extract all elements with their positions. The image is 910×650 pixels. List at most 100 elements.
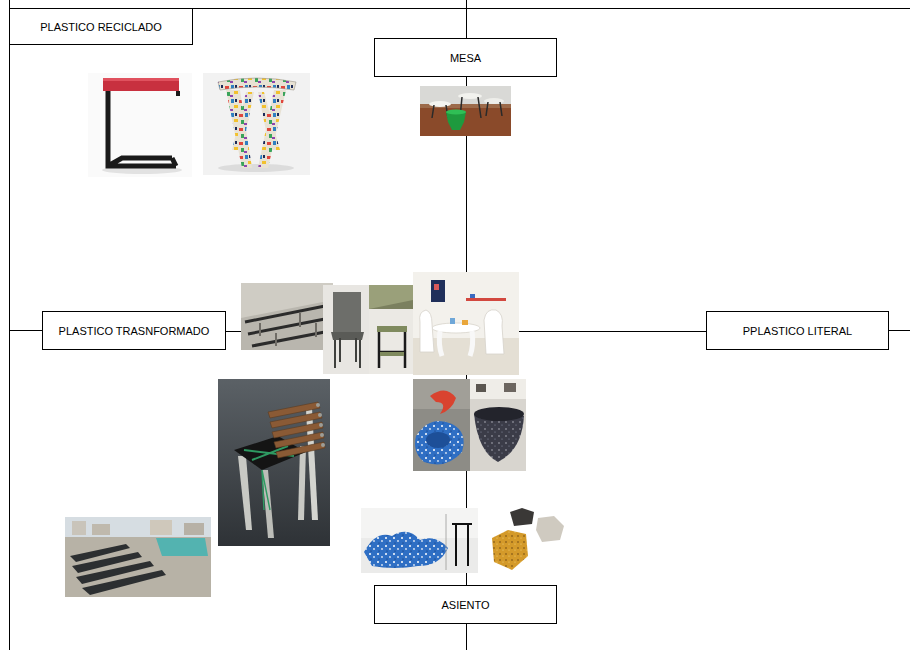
plastic-seats-photo-part [415,421,464,465]
speckled-bowl-photo-part [470,379,526,471]
speckled-chaise-photo-part [446,514,447,570]
terrace-loungers-photo-part [70,544,166,595]
poufs-photo-part [492,530,528,570]
plastic-seats-photo-part [430,390,456,414]
speckled-bowl-photo-part [504,383,516,392]
small-table-photo-part [379,332,405,368]
side-table-photo-part [103,78,179,81]
terrace-loungers-photo-part [150,520,172,535]
terrace-loungers-photo-part [65,517,211,597]
small-table-photo-part [369,285,413,374]
slat-chair-photo-part-part [321,443,325,447]
slat-chair-photo [218,379,330,546]
quadrant-label-box: PLASTICO RECICLADO [9,8,193,45]
slat-chair-photo-part [218,379,330,546]
slat-chair-photo-part-part [318,413,322,417]
side-table-photo [88,73,192,177]
poufs-photo-part [488,505,566,573]
speckled-bowl-photo-part [476,384,486,392]
frame [9,0,910,650]
poufs-photo-part [510,508,534,526]
tables-outdoor-photo-part [420,86,511,136]
side-table-photo-part [176,91,180,96]
axis-label: ASIENTO [441,599,489,611]
tables-outdoor-photo [420,86,511,136]
slat-chair-photo-part [298,446,306,520]
poufs-photo [488,505,566,573]
furniture-room-photo-part [420,310,434,352]
bleachers-photo [241,283,333,350]
grey-chair-photo-part [331,332,364,340]
furniture-room-photo [413,272,519,375]
plastic-seats-photo-part [426,432,450,448]
bleachers-photo-part [252,331,330,346]
speckled-chaise-photo [361,508,478,573]
grey-chair-photo-part [333,292,361,332]
axis-line [9,330,42,331]
speckled-chaise-photo-part [364,532,448,568]
bleachers-photo-part [260,313,316,346]
axis-label: PLASTICO RECICLADO [40,21,162,33]
terrace-loungers-photo-part [65,517,211,537]
axis-line [466,0,467,38]
furniture-room-photo-part [484,310,504,354]
small-table-photo-part [380,352,404,356]
tables-outdoor-photo-part [432,105,448,118]
small-table-photo [369,285,413,374]
tables-outdoor-photo-part [486,102,502,116]
side-table-photo-part [103,80,179,91]
axis-label-box: ASIENTO [374,585,557,624]
speckled-chaise-photo-part [452,524,472,566]
slat-chair-photo-part [268,402,325,458]
small-table-photo-part [377,326,407,332]
plastic-seats-photo-part [413,379,470,471]
furniture-room-photo-part [450,318,455,324]
axis-label: PLASTICO TRASNFORMADO [59,325,210,337]
slat-chair-photo-part-part [319,423,323,427]
axis-label-box: PPLASTICO LITERAL [706,311,889,350]
slat-chair-photo-part-part [316,403,320,407]
furniture-room-photo-part [439,331,472,356]
axis-line [466,624,467,650]
slat-chair-photo-part-part [276,442,325,458]
side-table-photo-part [88,73,192,177]
poufs-photo-part [536,516,564,542]
bleachers-photo-part [241,283,333,350]
terrace-loungers-photo-part [65,537,211,597]
small-table-photo-part [369,300,413,309]
small-table-photo-part [369,285,413,309]
grey-chair-photo-part [335,338,360,368]
axis-line [889,330,910,331]
tables-outdoor-photo-part [429,101,451,107]
terrazzo-table-photo-part [232,92,254,150]
furniture-room-photo-part [470,294,475,298]
furniture-room-photo-part [431,280,445,302]
speckled-bowl-photo-part [470,379,526,399]
furniture-room-photo-part [434,284,439,290]
terrace-loungers-photo-part [184,523,204,535]
speckled-bowl-photo-part [474,407,524,421]
terrazzo-table-photo-part [218,164,294,172]
furniture-room-photo-part [413,272,519,375]
tables-outdoor-photo-part [484,98,504,104]
axis-label-box: MESA [374,38,557,77]
furniture-room-photo-part [462,320,468,325]
grey-chair-photo [323,285,372,374]
slat-chair-photo-part [262,470,274,538]
terrace-loungers-photo-part [156,538,208,556]
slat-chair-photo-part [238,456,252,530]
speckled-bowl-photo [470,379,526,471]
tables-outdoor-photo-part [420,86,511,104]
frame-line [9,0,10,650]
side-table-photo-part [108,91,176,166]
slat-chair-photo-part-part [320,433,324,437]
slat-chair-photo-part [316,403,325,447]
axis-label-box: PLASTICO TRASNFORMADO [42,311,226,350]
terrazzo-table-photo-part [203,73,310,175]
terrace-loungers-photo-part [72,521,86,535]
tables-outdoor-photo-part [446,110,466,130]
terrazzo-table-photo-part [258,92,280,150]
grey-chair-photo-part [323,285,372,374]
speckled-chaise-photo-part [361,508,478,573]
tables-outdoor-photo-part [446,110,466,115]
